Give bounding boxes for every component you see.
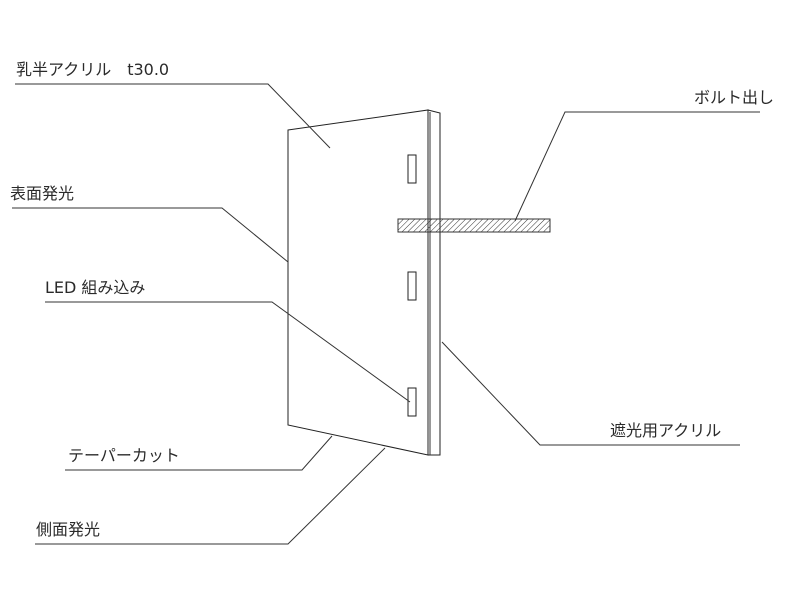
leader-bolt-out	[514, 111, 760, 222]
led-module-bottom	[407, 387, 417, 417]
panel-front-face	[287, 109, 429, 456]
leader-milky-acrylic	[15, 83, 331, 149]
label-taper-cut: テーパーカット	[68, 446, 180, 465]
led-module-top	[407, 154, 417, 184]
leader-side-emit	[35, 447, 386, 545]
label-shading-acrylic: 遮光用アクリル	[610, 421, 721, 440]
label-milky-acrylic: 乳半アクリル t30.0	[16, 60, 169, 79]
led-module-middle	[407, 271, 417, 301]
label-surface-emit: 表面発光	[10, 184, 74, 203]
label-led-embedded: LED 組み込み	[45, 278, 145, 297]
leader-taper-cut	[65, 435, 333, 471]
label-bolt-out: ボルト出し	[694, 88, 774, 107]
acrylic-panel	[287, 109, 441, 456]
label-side-emit: 側面発光	[36, 520, 100, 539]
leader-shading-acrylic	[441, 341, 740, 446]
shading-acrylic-plate	[427, 109, 441, 456]
bolt	[397, 218, 551, 233]
leader-led-embedded	[45, 301, 411, 403]
leader-surface-emit	[12, 207, 289, 263]
